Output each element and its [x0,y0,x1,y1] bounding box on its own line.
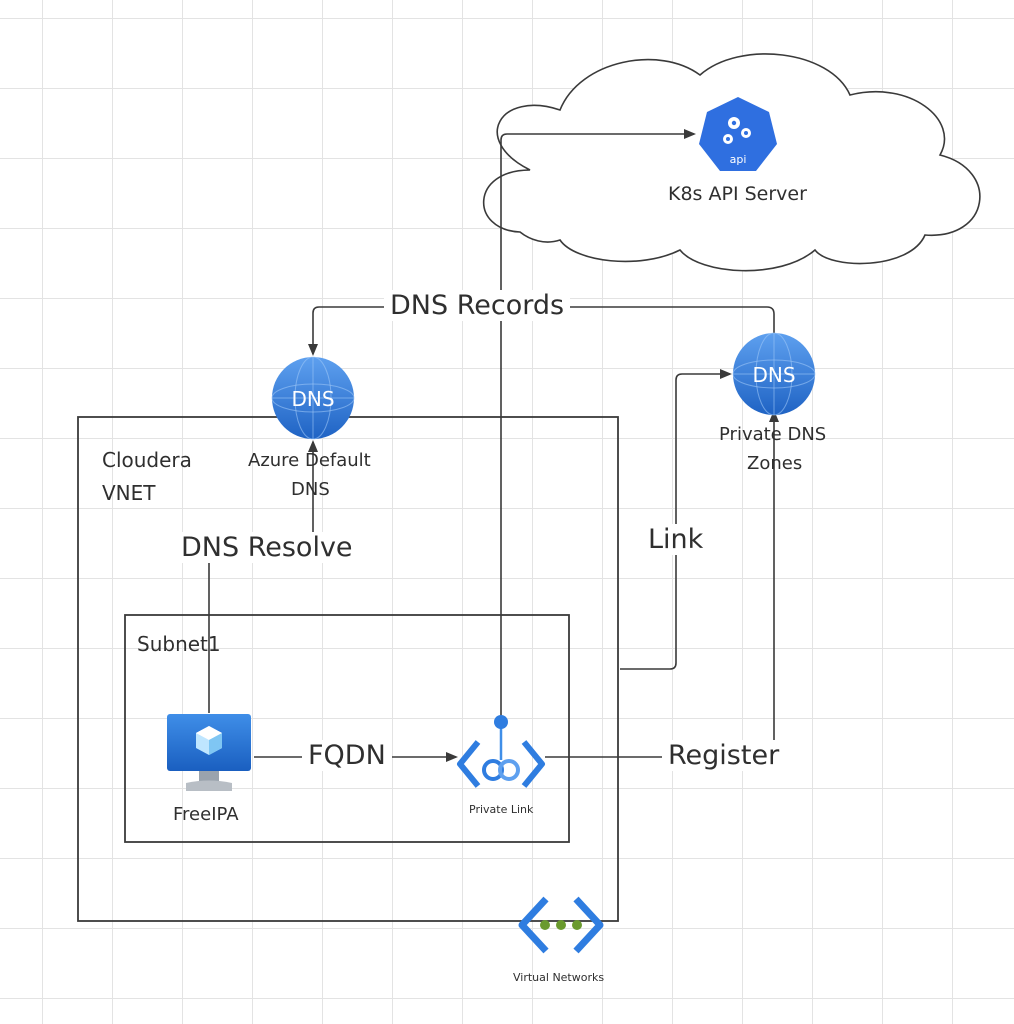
edge-label-link: Link [642,524,710,555]
private-link-icon [457,715,545,788]
private-dns-label-line1: Private DNS [719,424,827,445]
private-link-label: Private Link [469,803,534,816]
edge-link [620,369,732,670]
edge-register [545,410,779,758]
azure-dns-globe-icon: DNS [271,356,355,440]
virtual-machine-icon [167,714,251,791]
vnet-label-line1: Cloudera [102,448,192,472]
azure-dns-badge: DNS [291,387,334,411]
k8s-api-badge: api [730,153,747,166]
edge-label-fqdn: FQDN [302,740,392,771]
private-dns-badge: DNS [752,363,795,387]
edge-label-dns-resolve: DNS Resolve [175,532,359,563]
edge-privatelink-to-k8s [500,129,696,720]
private-dns-label-line2: Zones [747,453,803,474]
private-dns-globe-icon: DNS [732,332,816,416]
subnet-container [124,614,570,843]
k8s-api-label: K8s API Server [668,183,807,205]
virtual-networks-icon [518,896,604,954]
azure-dns-label-line1: Azure Default [248,450,371,471]
subnet-label: Subnet1 [137,632,221,656]
virtual-networks-label: Virtual Networks [513,971,605,984]
edge-label-register: Register [662,740,786,771]
edge-label-dns-records: DNS Records [384,290,571,321]
freeipa-label: FreeIPA [173,804,239,825]
vnet-container [77,416,619,922]
azure-dns-label-line2: DNS [291,479,330,500]
vnet-label-line2: VNET [102,481,156,505]
kubernetes-api-icon: api [695,93,781,175]
